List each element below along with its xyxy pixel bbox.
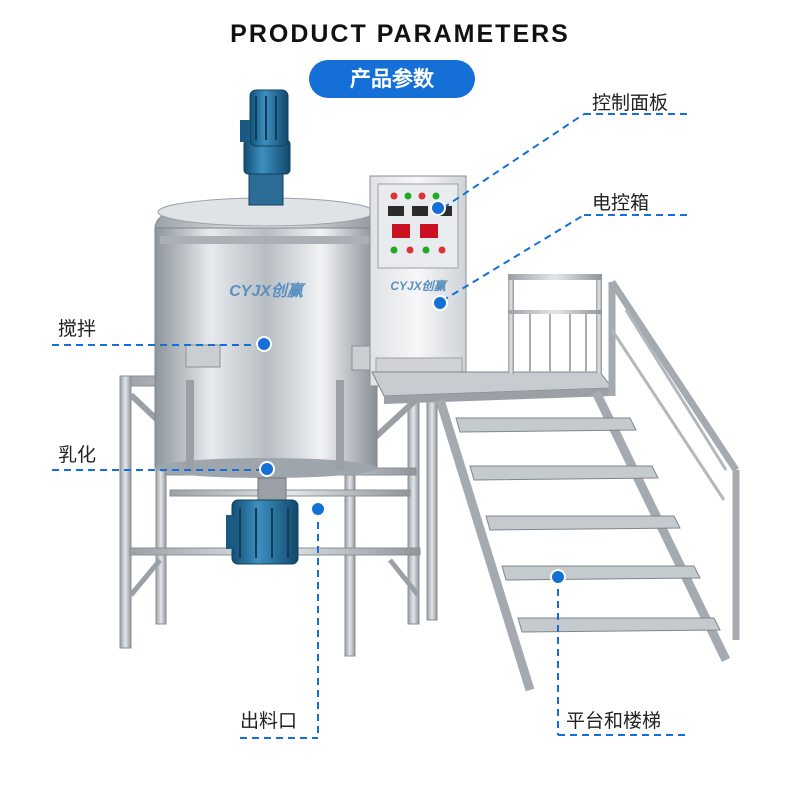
emulsifying-marker [259, 461, 275, 477]
bottom-motor [226, 477, 299, 565]
label-electric-box: 电控箱 [592, 192, 650, 214]
label-stirring: 搅拌 [58, 318, 97, 340]
callout-lines [52, 113, 690, 739]
control-cabinet: CYJX创赢 [369, 175, 467, 387]
stairs [435, 280, 740, 692]
label-discharge-port: 出料口 [240, 710, 298, 732]
label-platform-stairs: 平台和楼梯 [566, 710, 662, 732]
callout-dots [256, 200, 566, 585]
top-motor [240, 89, 291, 206]
cabinet-logo: CYJX创赢 [390, 279, 448, 293]
page-title: PRODUCT PARAMETERS [230, 20, 570, 48]
stirring-marker [256, 336, 272, 352]
control-panel-marker [430, 200, 446, 216]
platform [371, 274, 613, 404]
tank-logo: CYJX创赢 [229, 282, 306, 300]
section-badge: 产品参数 [309, 60, 475, 98]
stairs-marker [550, 569, 566, 585]
discharge-marker [310, 501, 326, 517]
label-control-panel: 控制面板 [592, 92, 669, 114]
electric-box-marker [432, 295, 448, 311]
label-emulsifying: 乳化 [58, 444, 97, 466]
